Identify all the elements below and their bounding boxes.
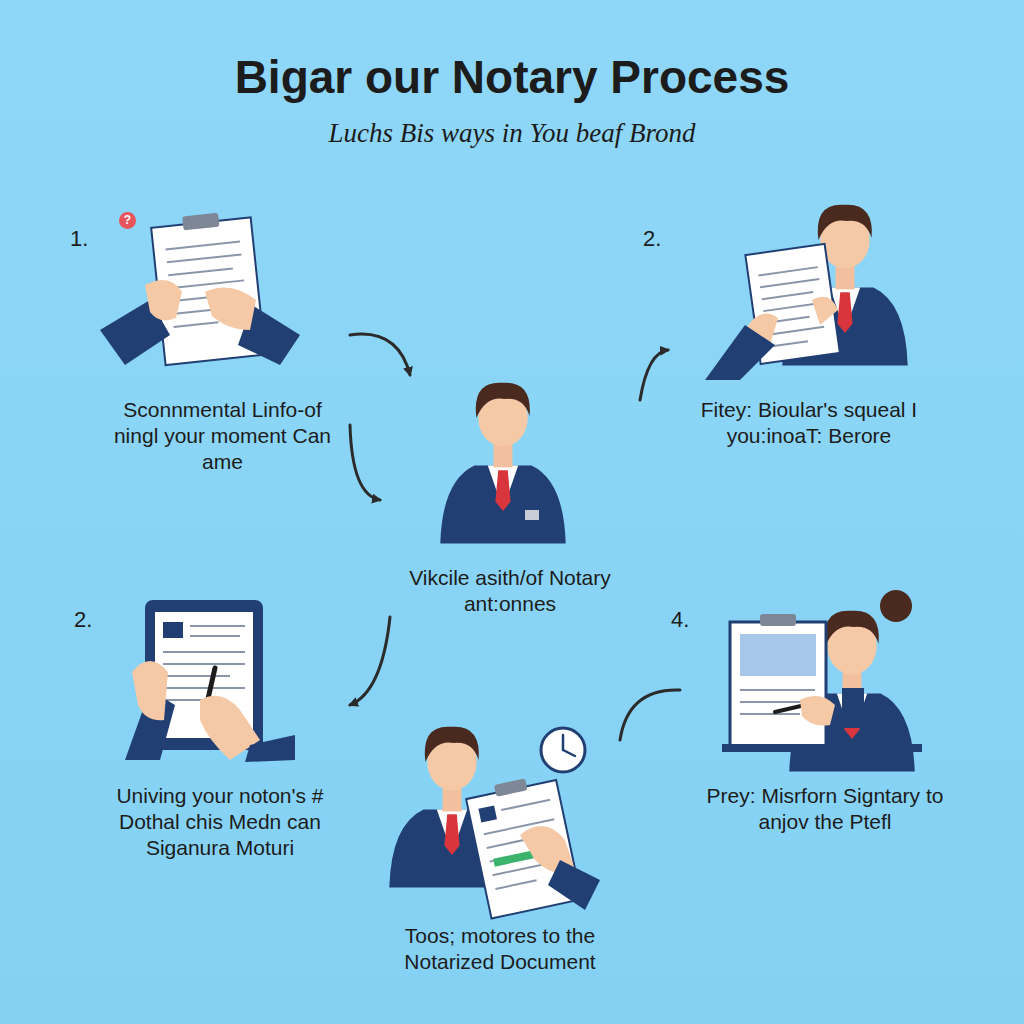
tablet-signing [125, 600, 295, 762]
step-caption: Prey: Misrforn Signtary to anjov the Pte… [690, 783, 960, 835]
woman-signing [722, 590, 922, 771]
step-node: Toos; motores to the Notarized Document [380, 725, 620, 975]
step-caption: Fitey: Bioular's squeal I you:inoaT: Ber… [684, 397, 934, 449]
step-number: 1. [70, 226, 88, 252]
step-number: 4. [671, 607, 689, 633]
step-caption: Toos; motores to the Notarized Document [383, 923, 618, 975]
step-node: Sconnmental Linfo-of ningl your moment C… [95, 205, 350, 475]
curved-arrow [350, 425, 380, 500]
subtitle: Luchs Bis ways in You beaf Brond [0, 118, 1024, 149]
curved-arrow [620, 690, 680, 740]
title: Bigar our Notary Process [0, 50, 1024, 104]
question-badge: ? [119, 212, 136, 229]
step-node: Prey: Misrforn Signtary to anjov the Pte… [680, 585, 970, 835]
man-reading [705, 205, 908, 380]
curved-arrow [350, 617, 390, 705]
step-number: 2. [643, 226, 661, 252]
step-caption: Univing your noton's # Dothal chis Medn … [95, 783, 345, 861]
curved-arrow [350, 334, 410, 375]
step-node: Vikcile asith/of Notary ant:onnes [380, 375, 640, 617]
step-number: 2. [74, 607, 92, 633]
clipboard-hands [100, 209, 300, 365]
step-node: Univing your noton's # Dothal chis Medn … [90, 595, 350, 861]
curved-arrow [640, 350, 668, 400]
step-node: Fitey: Bioular's squeal I you:inoaT: Ber… [668, 205, 950, 449]
step-caption: Vikcile asith/of Notary ant:onnes [385, 565, 635, 617]
man-clipboard [389, 727, 600, 919]
step-caption: Sconnmental Linfo-of ningl your moment C… [105, 397, 340, 475]
notary-figure [440, 383, 565, 544]
